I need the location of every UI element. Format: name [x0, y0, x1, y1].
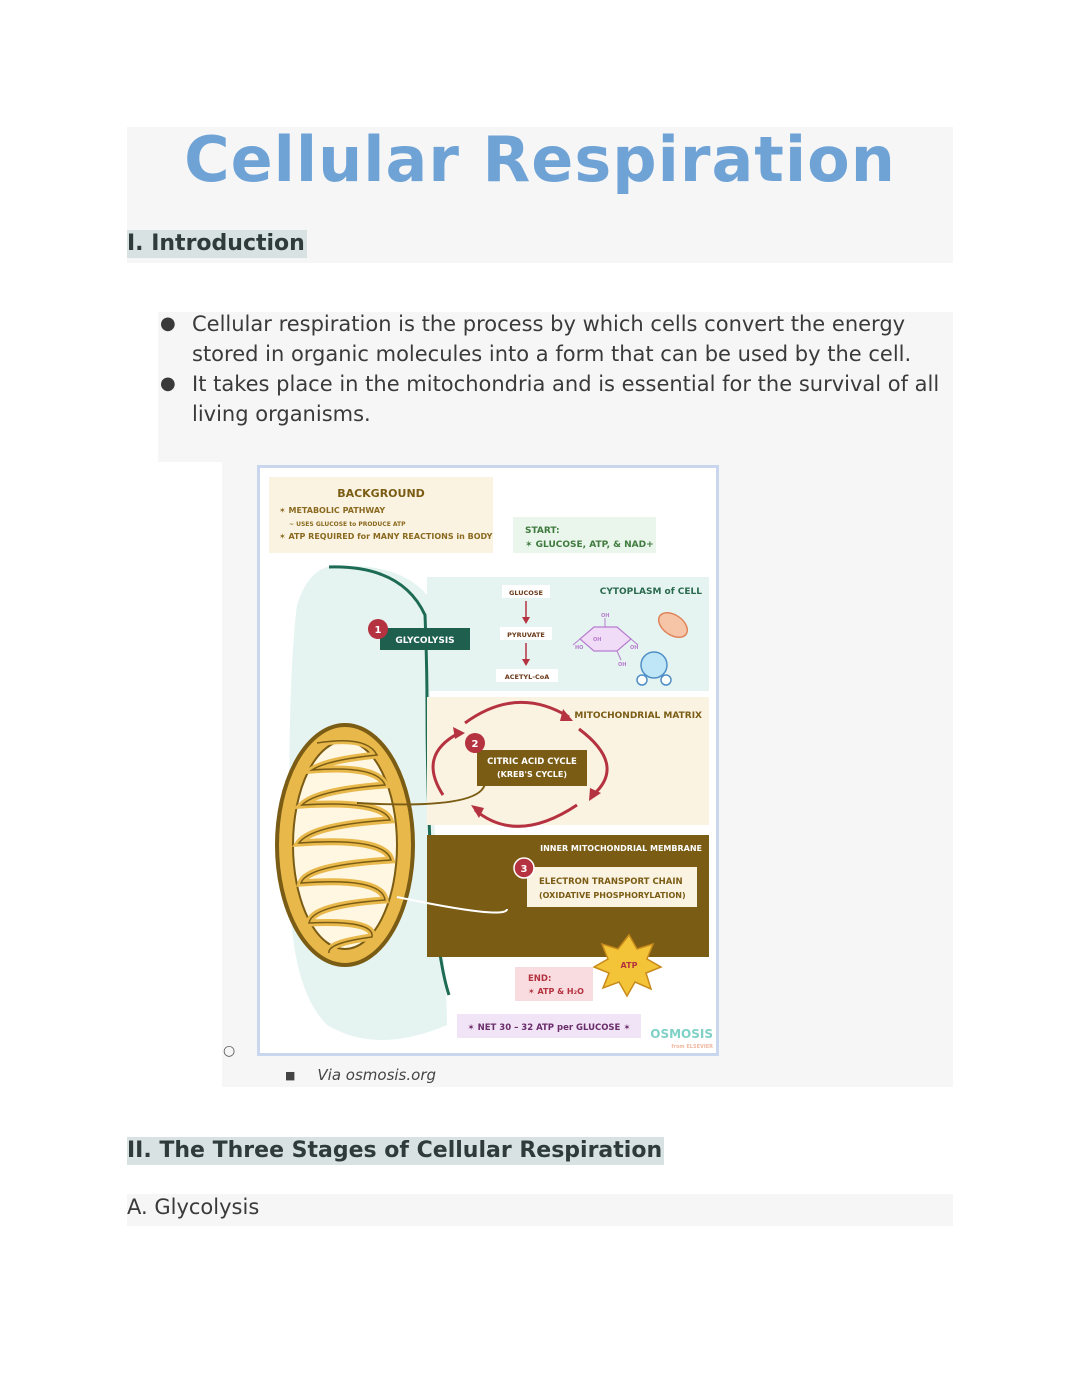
molecule-label: OH [630, 645, 638, 651]
background-line: ✶ ATP REQUIRED for MANY REACTIONS in BOD… [279, 532, 493, 541]
figure-credit-row: ■ Via osmosis.org [285, 1066, 436, 1084]
bullet-icon: ● [160, 313, 176, 334]
glucose-molecule-icon: OH OH HO OH OH [572, 613, 638, 668]
glycolysis-box [380, 628, 470, 650]
background-line: ~ USES GLUCOSE to PRODUCE ATP [289, 521, 406, 528]
step-number: 2 [472, 739, 479, 750]
etc-label: ELECTRON TRANSPORT CHAIN [539, 877, 683, 887]
step-number-badge [465, 733, 485, 753]
cellular-respiration-diagram: BACKGROUND ✶ METABOLIC PATHWAY ~ USES GL… [257, 465, 719, 1056]
citric-acid-cycle-label: CITRIC ACID CYCLE [487, 757, 577, 767]
background-box [269, 477, 493, 553]
molecule-label: OH [601, 613, 609, 619]
background-line: ✶ METABOLIC PATHWAY [279, 506, 385, 515]
subheading-background [127, 1194, 953, 1226]
flow-box-acetyl-coa [496, 669, 558, 682]
molecule-label: HO [575, 645, 583, 651]
section-heading-introduction: I. Introduction [127, 230, 307, 258]
membrane-label: INNER MITOCHONDRIAL MEMBRANE [540, 844, 702, 853]
end-box [515, 967, 593, 1001]
arrow-head-icon [453, 727, 465, 739]
arrow-head-icon [522, 659, 530, 666]
flow-label: ACETYL-CoA [505, 673, 550, 681]
flow-label: PYRUVATE [507, 631, 545, 639]
intro-bullet-list: ● Cellular respiration is the process by … [158, 309, 948, 429]
water-molecule-icon [636, 651, 672, 686]
hollow-bullet-icon: ○ [223, 1043, 236, 1059]
list-item: ● It takes place in the mitochondria and … [158, 369, 948, 429]
end-title: END: [528, 974, 551, 984]
atp-starburst-icon [592, 933, 663, 998]
arrow-head-icon [471, 805, 484, 818]
arrow-head-icon [560, 709, 573, 721]
elsevier-logo: from ELSEVIER [671, 1044, 713, 1050]
etc-box [527, 867, 697, 907]
step-number: 1 [375, 625, 382, 636]
bullets-background [158, 312, 953, 462]
cytoplasm-label: CYTOPLASM of CELL [600, 587, 702, 597]
list-item-text: Cellular respiration is the process by w… [192, 312, 912, 366]
molecule-label: OH [618, 662, 626, 668]
citric-acid-cycle-box [477, 750, 587, 786]
mitochondrion-icon [275, 723, 415, 967]
subheading-glycolysis: A. Glycolysis [127, 1195, 260, 1219]
figure-credit: Via osmosis.org [317, 1066, 437, 1084]
start-title: START: [525, 526, 560, 536]
glycolysis-label: GLYCOLYSIS [395, 636, 454, 646]
matrix-label: MITOCHONDRIAL MATRIX [574, 711, 702, 721]
square-bullet-icon: ■ [285, 1069, 296, 1082]
page-title: Cellular Respiration [184, 123, 896, 196]
start-text: ✶ GLUCOSE, ATP, & NAD+ [525, 540, 654, 550]
flow-label: GLUCOSE [509, 589, 543, 597]
net-atp-label: ✶ NET 30 – 32 ATP per GLUCOSE ✶ [468, 1023, 631, 1033]
atp-label: ATP [621, 961, 638, 970]
step-number-badge [513, 857, 535, 879]
flow-box-pyruvate [500, 627, 552, 640]
flow-box-glucose [502, 585, 550, 598]
list-item-text: It takes place in the mitochondria and i… [192, 372, 940, 426]
arrow-head-icon [589, 788, 601, 801]
start-box [513, 517, 656, 553]
list-item: ● Cellular respiration is the process by … [158, 309, 948, 369]
cycle-arrow-icon [464, 700, 570, 725]
kreb-cycle-label: (KREB'S CYCLE) [497, 770, 567, 779]
section-heading-three-stages: II. The Three Stages of Cellular Respira… [127, 1137, 665, 1165]
end-text: ✶ ATP & H₂O [528, 987, 584, 996]
bullet-icon: ● [160, 373, 176, 394]
cycle-arrow-icon [431, 731, 460, 796]
nad-molecule-icon [657, 611, 689, 639]
net-atp-box [457, 1014, 641, 1038]
osmosis-logo: OSMOSIS [650, 1027, 713, 1041]
step-number: 3 [521, 864, 528, 875]
pointer-line [356, 782, 486, 806]
cycle-arrow-icon [578, 727, 609, 797]
pointer-line [396, 896, 508, 914]
molecule-label: OH [593, 637, 601, 643]
step-number-badge [368, 619, 388, 639]
cycle-arrow-icon [474, 803, 578, 828]
arrow-head-icon [522, 617, 530, 624]
background-title: BACKGROUND [337, 487, 425, 500]
oxidative-phosphorylation-label: (OXIDATIVE PHOSPHORYLATION) [539, 891, 686, 900]
